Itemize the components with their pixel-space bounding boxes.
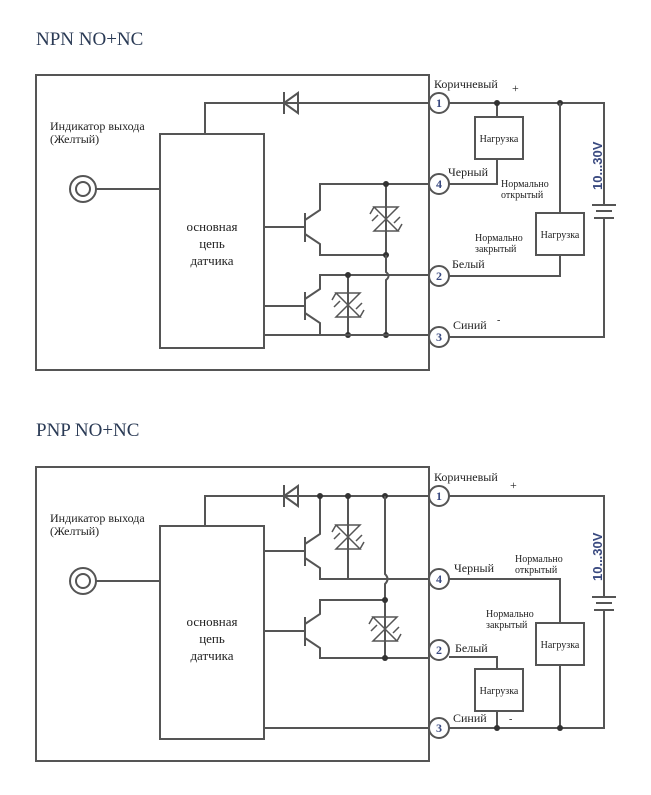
svg-text:открытый: открытый bbox=[501, 190, 544, 201]
svg-text:Нормально: Нормально bbox=[501, 179, 549, 190]
core-label-3: датчика bbox=[190, 253, 233, 268]
svg-text:2: 2 bbox=[436, 643, 442, 657]
plus-sign: + bbox=[512, 81, 519, 95]
core-label-2: цепь bbox=[199, 236, 225, 251]
wire-brown-label: Коричневый bbox=[434, 77, 498, 91]
svg-text:3: 3 bbox=[436, 721, 442, 735]
svg-text:Нагрузка: Нагрузка bbox=[541, 640, 580, 651]
pnp-title: PNP NO+NC bbox=[36, 420, 139, 441]
svg-text:Нагрузка: Нагрузка bbox=[541, 230, 580, 241]
indicator-color-label: (Желтый) bbox=[50, 524, 99, 538]
pin-1: 1 bbox=[428, 485, 450, 507]
pin-4: 4 bbox=[428, 568, 450, 590]
indicator-label: Индикатор выхода bbox=[50, 119, 145, 133]
wire-black-label: Черный bbox=[448, 165, 489, 179]
load-nc bbox=[535, 212, 585, 256]
svg-text:4: 4 bbox=[436, 572, 442, 586]
indicator-label: Индикатор выхода bbox=[50, 511, 145, 525]
svg-text:2: 2 bbox=[436, 269, 442, 283]
wire-brown-label: Коричневый bbox=[434, 470, 498, 484]
svg-text:1: 1 bbox=[436, 489, 442, 503]
svg-text:Нагрузка: Нагрузка bbox=[480, 134, 519, 145]
pnp-diagram: PNP NO+NC Индикатор выхода (Желтый) осно… bbox=[35, 420, 616, 762]
core-label-3: датчика bbox=[190, 648, 233, 663]
core-label-1: основная bbox=[187, 614, 238, 629]
sensor-housing bbox=[35, 74, 430, 371]
load-no bbox=[535, 622, 585, 666]
voltage-label: 10...30V bbox=[590, 532, 605, 581]
diode-icon bbox=[282, 484, 299, 508]
wire-white-label: Белый bbox=[455, 641, 488, 655]
battery-icon bbox=[592, 204, 616, 219]
core-label-2: цепь bbox=[199, 631, 225, 646]
sensor-housing bbox=[35, 466, 430, 762]
wire-blue-label: Синий bbox=[453, 318, 487, 332]
wire-white-label: Белый bbox=[452, 257, 485, 271]
pin-3: 3 bbox=[428, 326, 450, 348]
pin-1: 1 bbox=[428, 92, 450, 114]
svg-text:закрытый: закрытый bbox=[486, 620, 528, 631]
pin-4: 4 bbox=[428, 173, 450, 195]
main-circuit-block bbox=[159, 525, 265, 740]
indicator-color-label: (Желтый) bbox=[50, 132, 99, 146]
load-nc bbox=[474, 668, 524, 712]
led-indicator-icon bbox=[69, 175, 97, 203]
pin-3: 3 bbox=[428, 717, 450, 739]
svg-text:Нагрузка: Нагрузка bbox=[480, 686, 519, 697]
svg-text:Нормально: Нормально bbox=[475, 233, 523, 244]
svg-text:3: 3 bbox=[436, 330, 442, 344]
pin-2: 2 bbox=[428, 265, 450, 287]
plus-sign: + bbox=[510, 478, 517, 492]
led-indicator-icon bbox=[69, 567, 97, 595]
pin-2: 2 bbox=[428, 639, 450, 661]
svg-text:Нормально: Нормально bbox=[515, 554, 563, 565]
npn-diagram: NPN NO+NC Индикатор выхода (Желтый) осно… bbox=[35, 29, 616, 371]
main-circuit-block bbox=[159, 133, 265, 349]
svg-text:1: 1 bbox=[436, 96, 442, 110]
core-label-1: основная bbox=[187, 219, 238, 234]
svg-text:Нормально: Нормально bbox=[486, 609, 534, 620]
wire-blue-label: Синий bbox=[453, 711, 487, 725]
svg-text:закрытый: закрытый bbox=[475, 244, 517, 255]
npn-title: NPN NO+NC bbox=[36, 29, 143, 50]
battery-icon bbox=[592, 596, 616, 611]
svg-text:4: 4 bbox=[436, 177, 442, 191]
diode-icon bbox=[282, 91, 299, 115]
wire-black-label: Черный bbox=[454, 561, 495, 575]
minus-sign: - bbox=[497, 315, 500, 326]
svg-text:открытый: открытый bbox=[515, 565, 558, 576]
minus-sign: - bbox=[509, 714, 512, 725]
load-no bbox=[474, 116, 524, 160]
voltage-label: 10...30V bbox=[590, 141, 605, 190]
